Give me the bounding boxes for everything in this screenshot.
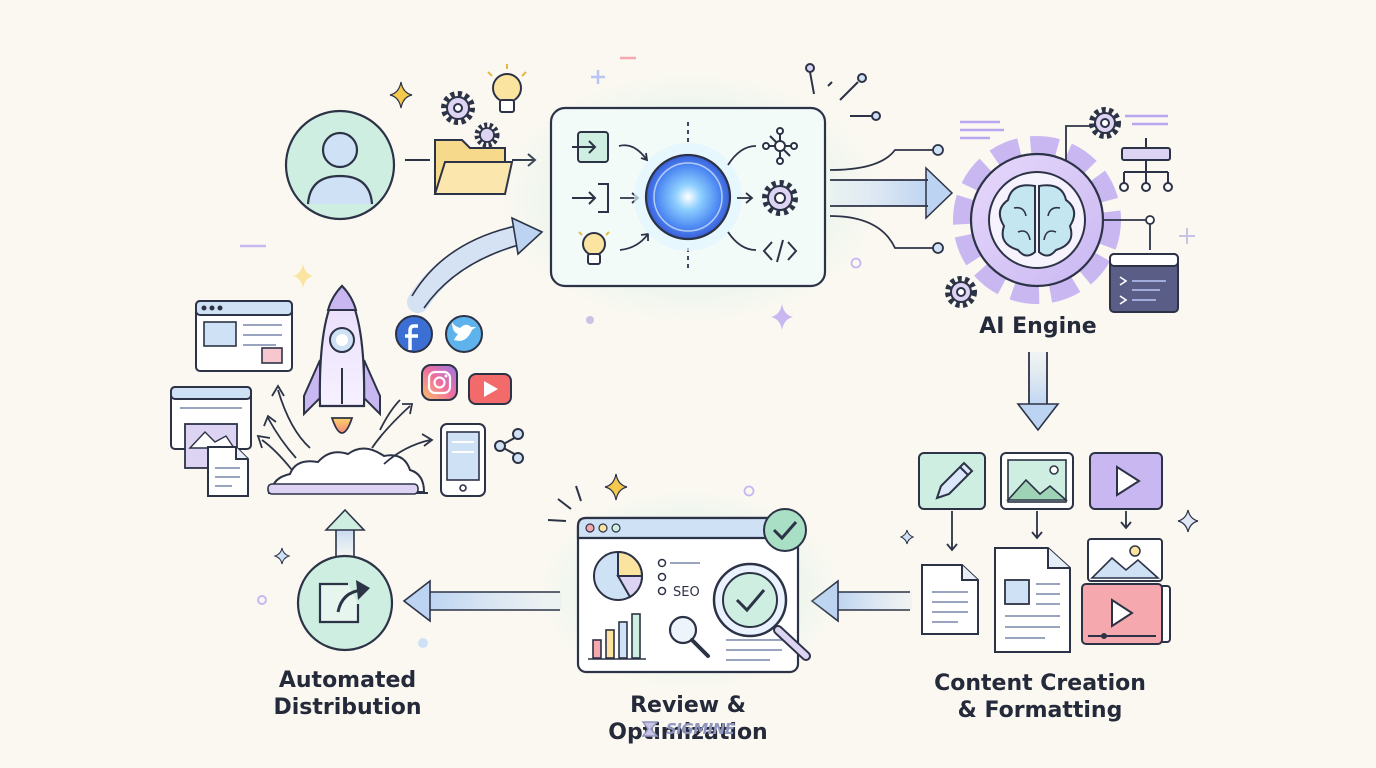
ai-hub-panel	[500, 73, 880, 323]
flow-arrow	[407, 216, 544, 313]
seo-label: SEO	[673, 585, 700, 600]
hierarchy-icon	[1119, 138, 1173, 192]
sparkle-icon	[1179, 228, 1195, 244]
gear-icon	[762, 180, 798, 216]
sparkle-icon	[273, 547, 291, 565]
gear-icon	[474, 122, 500, 148]
brand-logo: SIGMINE	[640, 720, 735, 738]
export-icon	[296, 554, 394, 652]
distribution-line2: Distribution	[273, 695, 422, 720]
sparkle-icon	[604, 473, 628, 501]
content-creation-label: Content Creation & Formatting	[920, 670, 1160, 724]
lightbulb-icon	[487, 64, 527, 113]
review-group: SEO	[540, 473, 840, 690]
brain-gear-icon	[953, 136, 1121, 304]
brand-mark-icon	[641, 721, 659, 737]
user-input-group	[284, 64, 537, 221]
review-label: Review & Optimization	[608, 693, 768, 745]
play-video-icon	[1081, 583, 1171, 645]
gear-icon	[1089, 107, 1121, 139]
smartphone-icon	[440, 423, 486, 497]
sparkle-icon	[1177, 509, 1199, 533]
sparkle-icon	[389, 81, 413, 109]
image-icon	[1000, 452, 1074, 510]
ai-hub-icon	[634, 143, 742, 251]
image-icon	[1087, 538, 1163, 582]
youtube-icon	[468, 373, 512, 405]
flow-arrow	[402, 579, 562, 623]
sparkle-icon	[293, 264, 313, 288]
ai-engine-group	[945, 107, 1195, 313]
decorative-accents	[586, 56, 862, 497]
distribution-group	[170, 244, 524, 652]
magnifier-check-icon	[712, 562, 811, 661]
decorative-pins	[805, 63, 881, 121]
sparkle-icon	[899, 529, 915, 545]
decorative-lines	[960, 114, 1168, 140]
search-icon	[668, 615, 710, 658]
ai-engine-label: AI Engine	[979, 314, 1097, 339]
document-icon	[207, 446, 249, 497]
instagram-icon	[421, 364, 458, 401]
brand-name: SIGMINE	[666, 720, 735, 738]
document-icon	[921, 564, 979, 635]
distribution-line1: Automated	[278, 668, 417, 693]
code-window-icon	[1109, 253, 1179, 313]
webpage-icon	[195, 300, 293, 372]
share-icon	[494, 428, 524, 464]
bar-chart-icon	[588, 613, 646, 660]
flow-arrow	[1016, 352, 1060, 432]
rocket-icon	[267, 284, 428, 495]
content-creation-group	[899, 452, 1199, 653]
content-creation-line1: Content Creation	[934, 671, 1146, 696]
lightbulb-icon	[578, 231, 610, 265]
flow-arrow	[829, 144, 954, 254]
input-icon	[572, 183, 609, 213]
flow-arrow	[324, 508, 366, 556]
check-badge-icon	[763, 508, 807, 552]
gear-icon	[441, 91, 475, 125]
pen-icon	[918, 452, 986, 510]
network-icon	[762, 127, 798, 165]
input-icon	[572, 131, 609, 163]
facebook-icon	[395, 315, 433, 353]
play-video-icon	[1089, 452, 1163, 510]
gear-icon	[945, 276, 977, 308]
folder-icon	[433, 139, 514, 195]
content-creation-line2: & Formatting	[957, 698, 1123, 723]
distribution-label: Automated Distribution	[255, 667, 440, 721]
twitter-icon	[445, 315, 483, 353]
code-icon	[762, 239, 798, 263]
document-icon	[994, 547, 1071, 653]
